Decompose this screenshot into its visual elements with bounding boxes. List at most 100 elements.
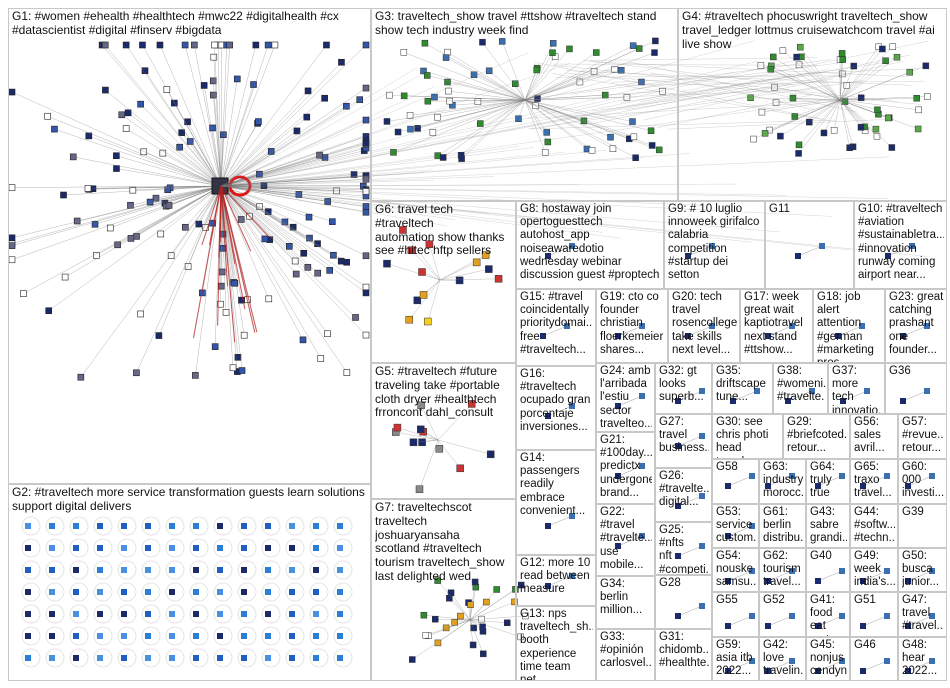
network-edge bbox=[184, 44, 222, 187]
group-label-g34: G34: berlin million... bbox=[600, 578, 643, 617]
self-loop-edge bbox=[21, 626, 41, 646]
self-loop-edge bbox=[69, 648, 89, 668]
network-node bbox=[304, 87, 312, 95]
network-edge bbox=[837, 325, 863, 337]
network-node bbox=[900, 398, 906, 404]
network-edge bbox=[727, 660, 753, 672]
self-loop-edge bbox=[69, 582, 89, 602]
self-loop-edge bbox=[117, 648, 137, 668]
group-panel-g1: G1: #women #ehealth #healthtech #mwc22 #… bbox=[8, 8, 371, 484]
network-edge bbox=[439, 268, 489, 281]
network-node bbox=[900, 333, 906, 339]
network-node bbox=[498, 38, 506, 45]
network-edge bbox=[842, 390, 868, 402]
network-node bbox=[860, 483, 866, 489]
network-edge bbox=[524, 99, 546, 153]
network-node bbox=[260, 182, 268, 189]
network-edge bbox=[776, 99, 841, 103]
network-node bbox=[362, 188, 370, 195]
network-node bbox=[545, 523, 551, 529]
network-node bbox=[750, 135, 757, 143]
network-node bbox=[439, 154, 447, 161]
network-edge bbox=[404, 95, 526, 101]
network-node bbox=[91, 220, 99, 228]
network-edge bbox=[907, 660, 933, 672]
network-node bbox=[770, 53, 777, 61]
network-node bbox=[424, 97, 432, 105]
network-edge bbox=[386, 99, 526, 122]
network-edge bbox=[524, 81, 642, 101]
network-node bbox=[623, 94, 631, 101]
network-edge bbox=[397, 427, 439, 441]
network-edge bbox=[105, 44, 222, 187]
network-edge bbox=[220, 185, 455, 220]
network-node bbox=[127, 235, 135, 242]
network-node bbox=[362, 289, 370, 297]
group-panel-g38: G38: #womeni... #travelte... bbox=[773, 363, 828, 414]
group-label-g32: G32: gt looks superb... bbox=[659, 365, 704, 404]
network-node bbox=[467, 601, 474, 608]
group-panel-g39: G39 bbox=[898, 504, 947, 548]
self-loop-edge bbox=[237, 648, 257, 668]
network-node bbox=[289, 655, 295, 661]
network-node bbox=[241, 589, 247, 595]
network-edge bbox=[570, 59, 832, 95]
network-edge bbox=[425, 619, 471, 636]
self-loop-edge bbox=[45, 538, 65, 558]
network-node bbox=[839, 568, 845, 574]
network-node bbox=[414, 125, 421, 132]
group-panel-g4: G4: #traveltech phocuswright traveltech_… bbox=[678, 8, 947, 201]
self-loop-edge bbox=[333, 516, 353, 536]
network-node bbox=[97, 545, 103, 551]
network-edge bbox=[524, 99, 636, 158]
network-node bbox=[146, 198, 154, 206]
network-node bbox=[211, 343, 219, 350]
network-node bbox=[184, 263, 192, 270]
network-node bbox=[889, 43, 897, 50]
network-edge bbox=[469, 601, 515, 621]
network-edge bbox=[907, 615, 933, 627]
network-node bbox=[517, 581, 525, 589]
network-node bbox=[390, 149, 397, 156]
network-node bbox=[69, 153, 77, 161]
network-node bbox=[362, 139, 370, 147]
self-loop-edge bbox=[117, 582, 137, 602]
network-edge bbox=[482, 42, 526, 101]
network-edge bbox=[220, 185, 367, 256]
group-panel-g26: G26: #travelte... digital... bbox=[655, 468, 712, 522]
network-edge bbox=[220, 185, 299, 195]
network-node bbox=[469, 641, 477, 649]
network-edge bbox=[220, 40, 929, 187]
network-node bbox=[639, 323, 645, 329]
network-node bbox=[217, 523, 223, 529]
network-node bbox=[835, 333, 841, 339]
network-edge bbox=[437, 619, 471, 644]
network-node bbox=[924, 388, 930, 394]
network-node bbox=[541, 148, 549, 156]
network-edge bbox=[839, 48, 883, 101]
network-edge bbox=[767, 615, 793, 627]
network-node bbox=[121, 611, 127, 617]
network-node bbox=[25, 523, 31, 529]
network-node bbox=[540, 333, 546, 339]
network-edge bbox=[862, 615, 888, 627]
network-node bbox=[238, 296, 245, 304]
network-node bbox=[617, 67, 625, 74]
group-panel-g8: G8: hostaway join opertoguesttech autoho… bbox=[516, 201, 664, 289]
self-loop-edge bbox=[285, 538, 305, 558]
network-edge bbox=[437, 439, 491, 455]
network-node bbox=[295, 191, 303, 198]
network-node bbox=[8, 184, 16, 191]
network-node bbox=[317, 355, 325, 362]
network-edge bbox=[220, 174, 355, 187]
network-node bbox=[192, 372, 199, 379]
self-loop-edge bbox=[213, 560, 233, 580]
network-edge bbox=[809, 99, 841, 123]
network-node bbox=[795, 253, 801, 259]
network-edge bbox=[220, 78, 238, 187]
network-node bbox=[118, 111, 126, 119]
network-node bbox=[793, 53, 800, 61]
network-node bbox=[337, 257, 345, 265]
network-edge bbox=[480, 99, 526, 124]
network-node bbox=[709, 323, 715, 329]
